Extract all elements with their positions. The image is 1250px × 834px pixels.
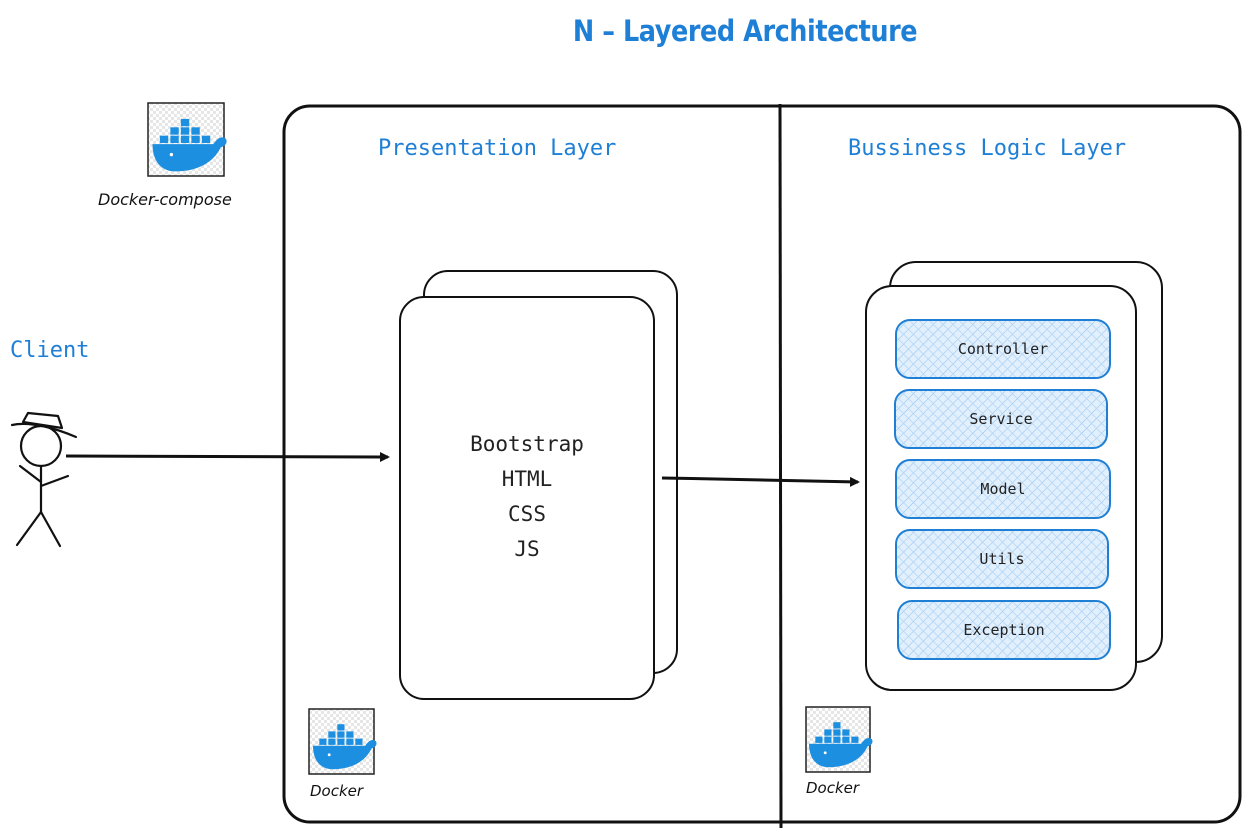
business-docker-icon (805, 706, 873, 773)
tech-js: JS (514, 537, 540, 561)
business-docker-label: Docker (806, 779, 860, 797)
exception-box (897, 600, 1111, 660)
controller-box (895, 319, 1111, 379)
client-label: Client (10, 338, 90, 363)
arrow-client-to-presentation (65, 451, 390, 462)
controller-label: Controller (957, 340, 1049, 358)
exception-label: Exception (963, 621, 1045, 639)
model-box (895, 459, 1111, 519)
outer-container (282, 104, 1242, 824)
presentation-tech-list: Bootstrap HTML CSS JS (400, 427, 654, 567)
utils-box (895, 529, 1109, 589)
docker-compose-icon (147, 102, 227, 177)
diagram-title: N – Layered Architecture (572, 14, 918, 48)
layer-divider (778, 103, 783, 829)
tech-html: HTML (501, 467, 553, 491)
presentation-docker-label: Docker (310, 782, 364, 800)
service-box (894, 389, 1108, 449)
arrow-presentation-to-business (661, 476, 860, 487)
tech-css: CSS (508, 502, 546, 526)
tech-bootstrap: Bootstrap (470, 432, 584, 456)
docker-compose-label: Docker-compose (98, 190, 232, 209)
presentation-front-card (399, 296, 655, 700)
presentation-layer-title: Presentation Layer (378, 136, 617, 161)
model-label: Model (980, 480, 1026, 498)
utils-label: Utils (979, 550, 1025, 568)
client-person-icon (10, 411, 78, 548)
business-layer-title: Bussiness Logic Layer (848, 136, 1127, 161)
service-label: Service (969, 410, 1033, 428)
presentation-docker-icon (308, 708, 377, 775)
